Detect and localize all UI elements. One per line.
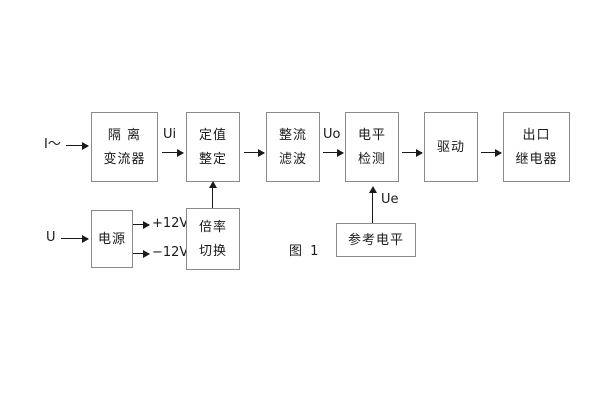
block-power-supply-line1: 电源	[97, 231, 126, 247]
rail-positive-label: +12V	[152, 216, 189, 231]
ue-signal-label: Ue	[381, 192, 399, 207]
block-setting-value-line2: 整定	[198, 151, 227, 167]
block-output-relay-line1: 出口	[522, 127, 551, 143]
arrow-level-to-drive	[402, 148, 423, 157]
figure-caption: 图 1	[289, 244, 321, 259]
block-output-relay-line2: 继电器	[515, 151, 558, 167]
arrow-setting-to-rectify	[244, 148, 265, 157]
arrow-multiplier-to-setting	[208, 181, 217, 208]
block-setting-value: 定值 整定	[186, 112, 240, 182]
block-power-supply: 电源	[91, 210, 133, 268]
block-multiplier-switch-line1: 倍率	[198, 219, 227, 235]
block-level-detection: 电平 检测	[345, 112, 399, 182]
arrow-reference-to-level-detection	[368, 186, 377, 223]
block-drive-line1: 驱动	[436, 139, 465, 155]
block-rectify-filter: 整流 滤波	[266, 112, 320, 182]
uo-signal-label: Uo	[323, 127, 341, 142]
arrow-rectify-to-level	[323, 148, 344, 157]
block-level-detection-line2: 检测	[357, 151, 386, 167]
arrow-rail-negative	[133, 249, 150, 258]
ui-signal-label: Ui	[163, 127, 177, 142]
arrow-drive-to-output-relay	[481, 148, 502, 157]
block-rectify-filter-line2: 滤波	[278, 151, 307, 167]
arrow-current-to-isolation	[66, 141, 89, 150]
arrow-rail-positive	[133, 220, 150, 229]
arrow-isolation-to-setting	[162, 148, 184, 157]
block-output-relay: 出口 继电器	[503, 112, 570, 182]
block-reference-level-line1: 参考电平	[347, 232, 404, 248]
block-level-detection-line1: 电平	[357, 127, 386, 143]
block-multiplier-switch-line2: 切换	[198, 243, 227, 259]
block-drive: 驱动	[424, 112, 478, 182]
arrow-voltage-to-power-supply	[61, 234, 89, 243]
block-setting-value-line1: 定值	[198, 127, 227, 143]
voltage-input-label: U	[46, 230, 56, 245]
block-isolation-transformer-line1: 隔 离	[107, 127, 142, 143]
block-isolation-transformer-line2: 变流器	[103, 151, 146, 167]
block-rectify-filter-line1: 整流	[278, 127, 307, 143]
block-reference-level: 参考电平	[336, 223, 416, 257]
current-input-label: I～	[44, 137, 61, 152]
block-multiplier-switch: 倍率 切换	[186, 208, 240, 270]
block-isolation-transformer: 隔 离 变流器	[91, 112, 158, 182]
rail-negative-label: −12V	[152, 245, 189, 260]
